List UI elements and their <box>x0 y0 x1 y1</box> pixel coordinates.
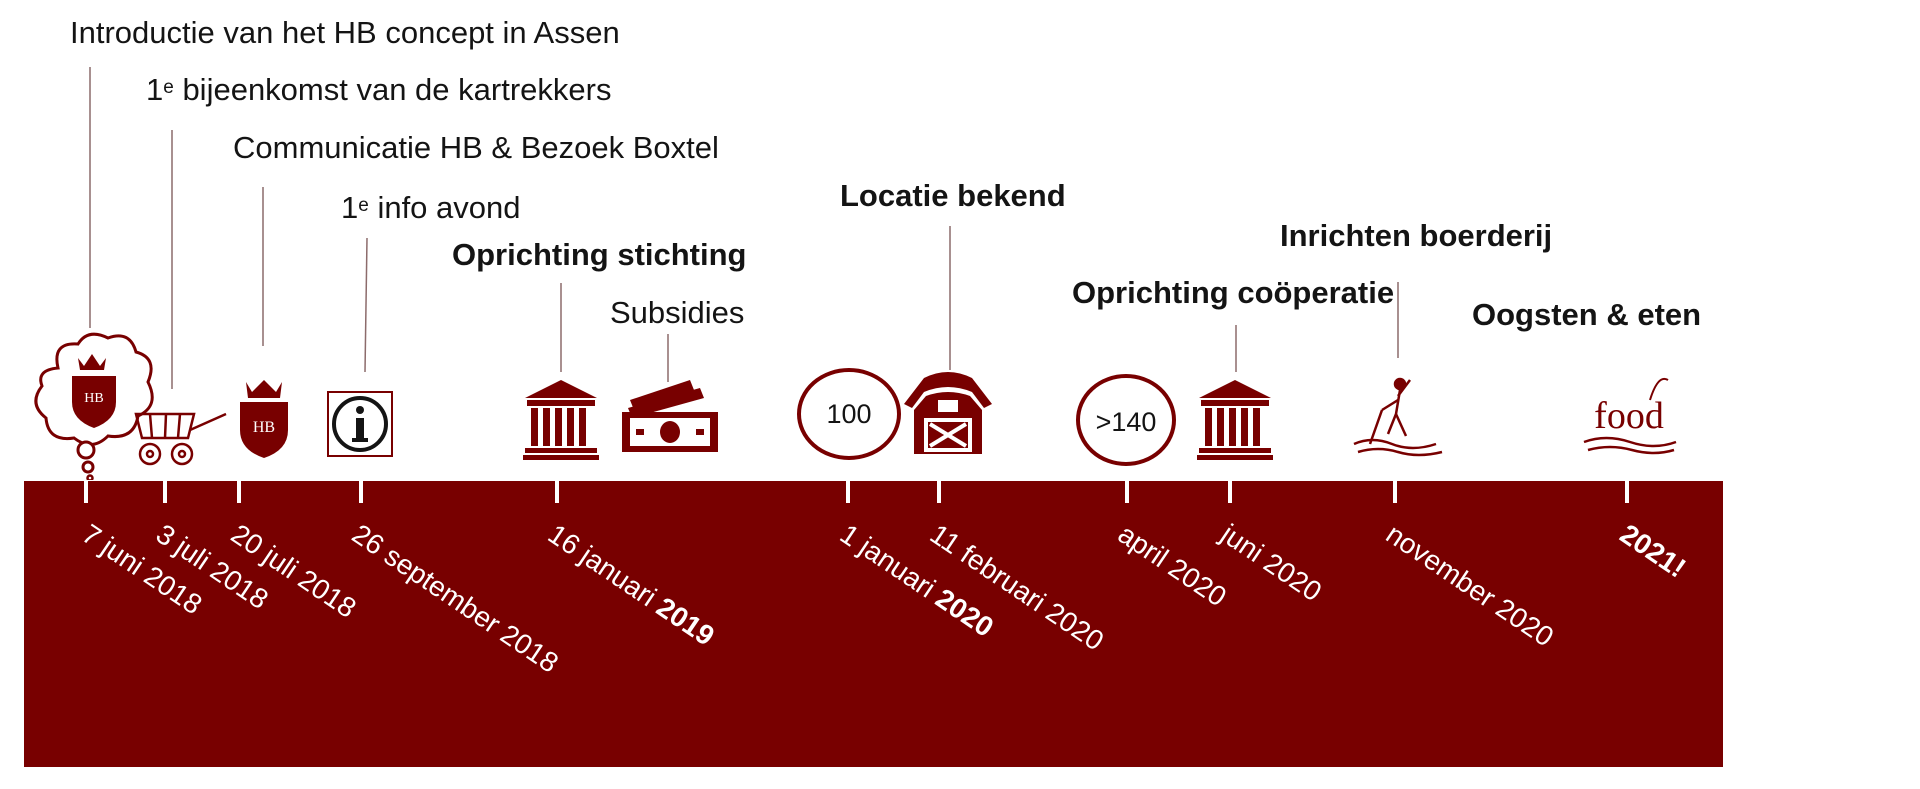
wagon-icon <box>134 412 227 466</box>
money-stack-icon <box>622 380 718 452</box>
tick-mark <box>237 481 241 503</box>
thought-bubble-hb-crest-icon: HB <box>34 332 154 480</box>
tick-mark <box>1625 481 1629 503</box>
hb-crest-icon: HB <box>240 380 288 458</box>
count-badge-140: >140 <box>1095 407 1157 437</box>
tick-mark <box>163 481 167 503</box>
tick-mark <box>84 481 88 503</box>
tick-mark <box>937 481 941 503</box>
tick-mark <box>1393 481 1397 503</box>
timeline-band <box>24 481 1723 767</box>
tick-mark <box>359 481 363 503</box>
count-circle-100-icon <box>797 368 901 460</box>
svg-text:HB: HB <box>253 419 275 436</box>
tick-mark <box>555 481 559 503</box>
count-badge-100: 100 <box>826 399 872 429</box>
institution-icon <box>1197 380 1273 460</box>
event-label-inrichten-boerderij: Inrichten boerderij <box>1280 218 1553 253</box>
tick-mark <box>846 481 850 503</box>
farmer-plough-icon <box>1353 377 1443 457</box>
event-label-communicatie: Communicatie HB & Bezoek Boxtel <box>233 130 719 165</box>
food-field-icon: food <box>1583 378 1677 455</box>
connector-line <box>364 237 368 373</box>
event-label-subsidies: Subsidies <box>610 295 745 330</box>
count-circle-140-icon <box>1076 374 1176 466</box>
svg-text:food: food <box>1594 395 1664 437</box>
event-label-oprichting-stichting: Oprichting stichting <box>452 237 747 272</box>
event-label-info-avond: 1e info avond <box>341 190 521 225</box>
event-label-oprichting-cooperatie: Oprichting coöperatie <box>1072 275 1395 310</box>
event-label-introductie: Introductie van het HB concept in Assen <box>70 15 620 50</box>
institution-icon <box>523 380 599 460</box>
event-label-bijeenkomst: 1e bijeenkomst van de kartrekkers <box>146 72 612 107</box>
svg-text:HB: HB <box>84 391 103 406</box>
info-icon <box>327 391 393 457</box>
event-label-locatie-bekend: Locatie bekend <box>840 178 1066 213</box>
tick-mark <box>1228 481 1232 503</box>
barn-icon <box>904 372 992 454</box>
event-label-oogsten: Oogsten & eten <box>1472 297 1702 332</box>
tick-mark <box>1125 481 1129 503</box>
